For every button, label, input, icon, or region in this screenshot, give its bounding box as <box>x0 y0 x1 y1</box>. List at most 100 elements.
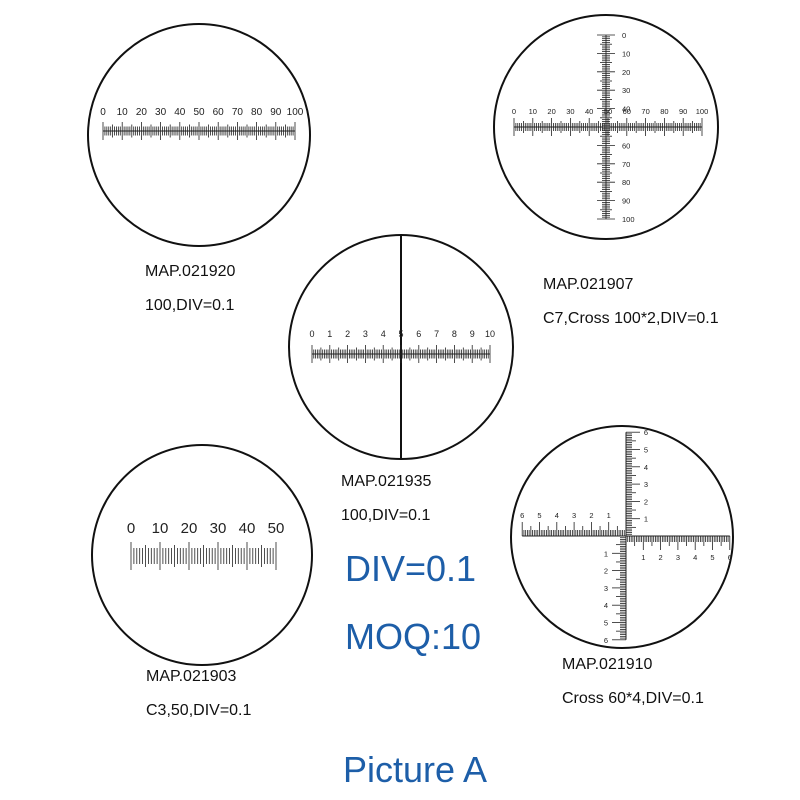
scale-number: 30 <box>622 86 630 95</box>
scale-number: 10 <box>117 107 129 118</box>
scale-number: 40 <box>622 105 630 114</box>
scale-number: 100 <box>696 107 709 116</box>
scale-number: 2 <box>345 329 350 339</box>
moq-heading: MOQ:10 <box>345 616 482 657</box>
model-label-map021910: MAP.021910 <box>562 656 653 673</box>
scale-number: 3 <box>572 511 576 520</box>
scale-number: 90 <box>679 107 687 116</box>
scale-number: 3 <box>676 553 680 562</box>
scale-number: 2 <box>644 497 648 506</box>
scale-number: 80 <box>251 107 263 118</box>
scale-number: 3 <box>604 584 608 593</box>
scale-number: 90 <box>270 107 282 118</box>
reticle-map021903: 0 10 20 30 40 50 <box>91 444 313 666</box>
scale-number: 5 <box>604 619 608 628</box>
picture-title: Picture A <box>343 749 488 790</box>
scale-number: 10 <box>152 520 169 537</box>
scale-number: 5 <box>398 329 403 339</box>
scale-number: 10 <box>485 329 495 339</box>
scale-number: 40 <box>239 520 256 537</box>
spec-label-map021920: 100,DIV=0.1 <box>145 297 235 314</box>
scale-number: 70 <box>232 107 244 118</box>
scale-number: 30 <box>155 107 167 118</box>
scale-number: 50 <box>604 107 612 116</box>
scale-number: 90 <box>622 197 630 206</box>
scale-number: 6 <box>604 636 608 645</box>
scale-number: 5 <box>537 511 541 520</box>
scale-number: 50 <box>193 107 205 118</box>
scale-number: 80 <box>622 178 630 187</box>
scale-numbers: 0 10 20 30 40 50 <box>127 520 285 537</box>
scale-ticks <box>102 122 296 140</box>
div-heading: DIV=0.1 <box>345 548 477 589</box>
scale-number: 0 <box>309 329 314 339</box>
scale-numbers: 0 1 2 3 4 5 6 7 8 9 10 <box>309 329 495 339</box>
model-label-map021935: MAP.021935 <box>341 473 432 490</box>
scale-number: 50 <box>268 520 285 537</box>
scale-number: 2 <box>604 567 608 576</box>
scale-number: 3 <box>644 480 648 489</box>
model-label-map021903: MAP.021903 <box>146 668 237 685</box>
scale-number: 60 <box>622 141 630 150</box>
scale-number: 1 <box>604 549 608 558</box>
scale-number: 6 <box>728 553 732 562</box>
scale-number: 100 <box>622 215 635 224</box>
scale-number: 1 <box>327 329 332 339</box>
reticle-circle <box>510 425 734 649</box>
scale-number: 30 <box>566 107 574 116</box>
scale-number: 6 <box>644 428 648 437</box>
scale-number: 4 <box>555 511 559 520</box>
scale-number: 30 <box>210 520 227 537</box>
scale-number: 70 <box>622 160 630 169</box>
scale-number: 20 <box>181 520 198 537</box>
scale-number: 2 <box>589 511 593 520</box>
scale-ticks <box>130 542 277 570</box>
scale-number: 3 <box>363 329 368 339</box>
scale-number: 20 <box>136 107 148 118</box>
scale-number: 80 <box>660 107 668 116</box>
scale-number: 4 <box>644 463 648 472</box>
scale-number: 40 <box>174 107 186 118</box>
scale-number: 0 <box>127 520 135 537</box>
scale-ticks <box>311 345 491 363</box>
scale-number: 5 <box>644 446 648 455</box>
model-label-map021920: MAP.021920 <box>145 263 236 280</box>
spec-label-map021903: C3,50,DIV=0.1 <box>146 702 252 719</box>
scale-number: 10 <box>529 107 537 116</box>
scale-number: 5 <box>710 553 714 562</box>
scale-number: 40 <box>585 107 593 116</box>
scale-number: 0 <box>512 107 516 116</box>
scale-number: 4 <box>604 601 608 610</box>
scale-number: 20 <box>622 68 630 77</box>
scale-number: 2 <box>659 553 663 562</box>
cross-scale-ticks <box>521 431 731 641</box>
scale-number: 6 <box>520 511 524 520</box>
scale-number: 4 <box>381 329 386 339</box>
spec-label-map021907: C7,Cross 100*2,DIV=0.1 <box>543 310 719 327</box>
reticle-map021935: 0 1 2 3 4 5 6 7 8 9 10 <box>288 234 514 460</box>
spec-label-map021910: Cross 60*4,DIV=0.1 <box>562 690 704 707</box>
spec-label-map021935: 100,DIV=0.1 <box>341 507 431 524</box>
scale-number: 9 <box>470 329 475 339</box>
scale-number: 0 <box>622 31 626 40</box>
model-label-map021907: MAP.021907 <box>543 276 634 293</box>
scale-number: 10 <box>622 49 630 58</box>
scale-number: 70 <box>641 107 649 116</box>
reticle-circle <box>91 444 313 666</box>
scale-number: 60 <box>213 107 225 118</box>
scale-number: 20 <box>547 107 555 116</box>
cross-scale-ticks <box>513 34 703 220</box>
scale-number: 1 <box>607 511 611 520</box>
scale-number: 8 <box>452 329 457 339</box>
scale-number: 6 <box>416 329 421 339</box>
scale-number: 60 <box>623 107 631 116</box>
scale-number: 7 <box>434 329 439 339</box>
scale-number: 1 <box>644 515 648 524</box>
